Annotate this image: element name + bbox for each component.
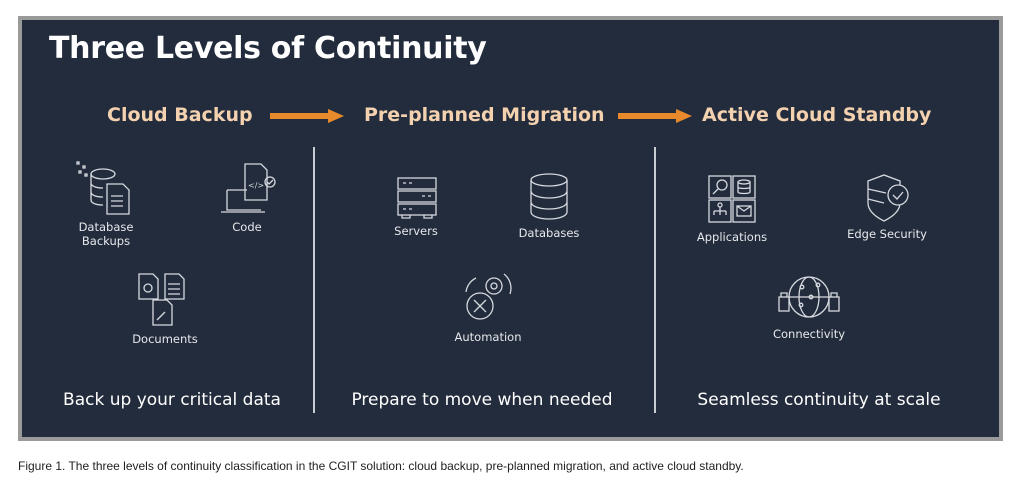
- item-label: Edge Security: [847, 227, 927, 241]
- shield-check-icon: [867, 174, 909, 222]
- item-label: Connectivity: [772, 327, 846, 341]
- item-documents: Documents: [105, 270, 225, 346]
- item-label: Database Backups: [78, 220, 134, 248]
- code-icon: </>: [221, 163, 276, 213]
- item-label: Databases: [518, 226, 580, 240]
- servers-icon: [397, 177, 437, 219]
- item-applications: Applications: [672, 174, 792, 244]
- item-label: Documents: [132, 332, 198, 346]
- item-label: Applications: [696, 230, 768, 244]
- diagram-title: Three Levels of Continuity: [49, 31, 487, 66]
- item-automation: Automation: [428, 266, 548, 344]
- item-database-backups: Database Backups: [46, 158, 166, 248]
- item-code: </> Code: [187, 160, 307, 234]
- item-label: Automation: [454, 330, 522, 344]
- header-cloud-backup: Cloud Backup: [107, 104, 253, 126]
- item-label: Servers: [394, 224, 438, 238]
- arrow-icon: [618, 109, 692, 123]
- tagline-cloud-backup: Back up your critical data: [63, 390, 281, 410]
- divider: [313, 147, 315, 413]
- item-label: Code: [232, 220, 262, 234]
- database-icon: [530, 173, 568, 220]
- documents-icon: [138, 273, 185, 326]
- item-connectivity: Connectivity: [749, 275, 869, 341]
- connectivity-icon: [778, 276, 840, 318]
- database-backup-icon: [76, 161, 130, 215]
- header-pre-planned-migration: Pre-planned Migration: [364, 104, 605, 126]
- item-edge-security: Edge Security: [827, 171, 947, 241]
- automation-icon: [465, 273, 512, 320]
- svg-text:</>: </>: [248, 181, 264, 190]
- tagline-active-cloud-standby: Seamless continuity at scale: [697, 390, 941, 410]
- applications-icon: [708, 175, 756, 223]
- arrow-icon: [270, 109, 344, 123]
- item-servers: Servers: [356, 174, 476, 238]
- diagram-panel: Three Levels of Continuity Cloud Backup …: [22, 20, 999, 437]
- header-active-cloud-standby: Active Cloud Standby: [702, 104, 932, 126]
- tagline-pre-planned-migration: Prepare to move when needed: [351, 390, 613, 410]
- figure-caption: Figure 1. The three levels of continuity…: [18, 459, 744, 473]
- divider: [654, 147, 656, 413]
- item-databases: Databases: [489, 172, 609, 240]
